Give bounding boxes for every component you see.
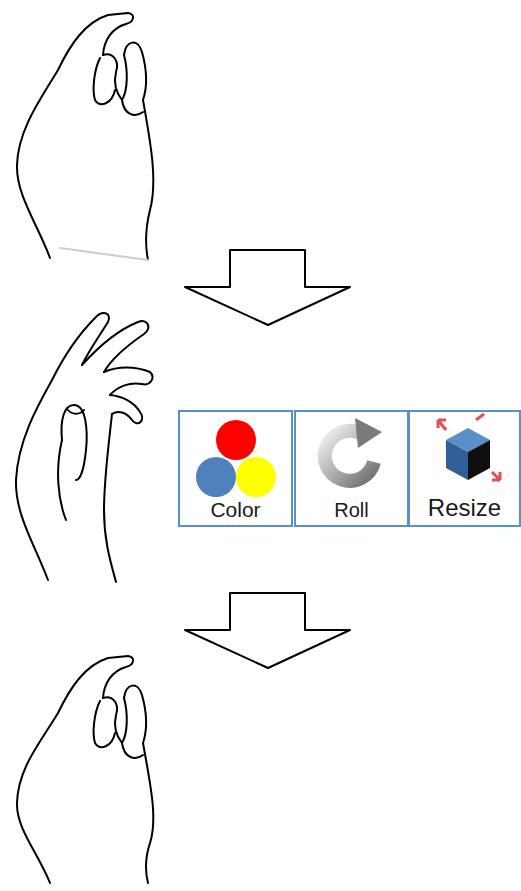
pinch-hand: [17, 13, 153, 260]
menu-button: Color: [178, 410, 293, 527]
button-label: Resize: [428, 495, 501, 525]
resize-icon: [438, 414, 500, 480]
roll-icon: [325, 418, 382, 481]
flow-arrow: [185, 593, 350, 668]
button-label: Color: [210, 498, 260, 525]
pinch-hand: [17, 656, 153, 883]
color-icon: [196, 420, 276, 497]
menu-button: Roll: [294, 410, 409, 527]
button-label: Roll: [334, 499, 368, 525]
menu-button: Resize: [408, 410, 521, 527]
open-hand: [16, 313, 152, 582]
flow-arrow: [185, 250, 350, 325]
